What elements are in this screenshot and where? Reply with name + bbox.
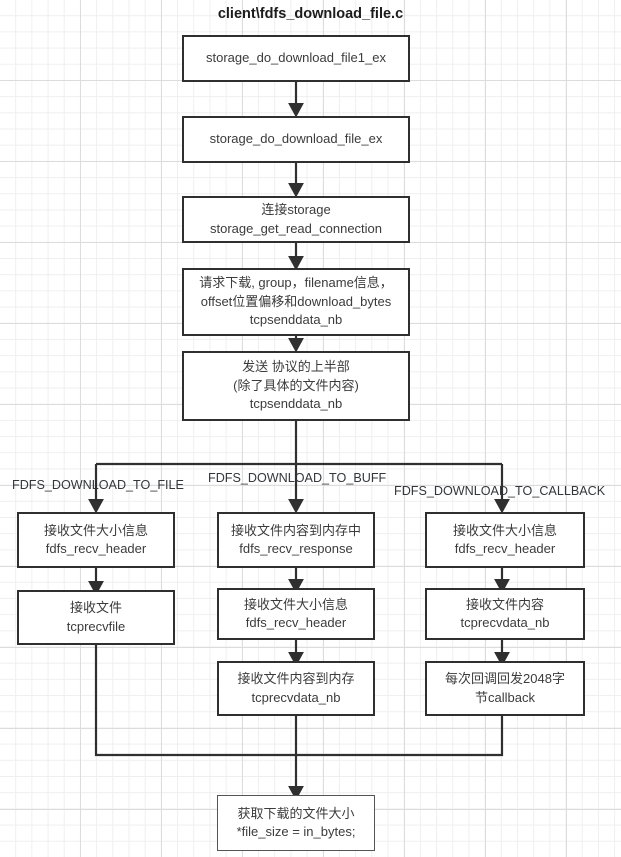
node-label: 接收文件大小信息 fdfs_recv_header — [43, 522, 148, 556]
node-label: 每次回调回发2048字 节callback — [445, 671, 565, 705]
node-label: 接收文件 tcprecvfile — [66, 600, 126, 634]
flow-node-storage-do-download-file1-ex[interactable]: storage_do_download_file1_ex — [182, 35, 410, 82]
node-label: 请求下载, group，filename信息， offset位置偏移和downl… — [199, 275, 393, 328]
flow-node-request-download[interactable]: 请求下载, group，filename信息， offset位置偏移和downl… — [182, 268, 410, 336]
node-label: storage_do_download_file1_ex — [206, 50, 386, 66]
branch-label-download-to-buff: FDFS_DOWNLOAD_TO_BUFF — [208, 471, 387, 485]
flow-node-mid-recv-header[interactable]: 接收文件大小信息 fdfs_recv_header — [217, 588, 375, 640]
flow-node-right-recv-header[interactable]: 接收文件大小信息 fdfs_recv_header — [425, 512, 585, 568]
node-label: 获取下载的文件大小 *file_size = in_bytes; — [236, 805, 356, 839]
flow-node-left-recv-header[interactable]: 接收文件大小信息 fdfs_recv_header — [17, 512, 175, 568]
node-label: 接收文件内容到内存中 fdfs_recv_response — [230, 522, 361, 556]
node-label: 发送 协议的上半部 (除了具体的文件内容) tcpsenddata_nb — [233, 359, 359, 412]
flow-node-right-callback[interactable]: 每次回调回发2048字 节callback — [425, 661, 585, 716]
flow-node-right-recv-content[interactable]: 接收文件内容 tcprecvdata_nb — [425, 588, 585, 640]
node-label: storage_do_download_file_ex — [209, 131, 383, 147]
node-label: 接收文件内容 tcprecvdata_nb — [460, 596, 550, 630]
node-label: 接收文件大小信息 fdfs_recv_header — [243, 596, 348, 630]
flow-node-storage-do-download-file-ex[interactable]: storage_do_download_file_ex — [182, 116, 410, 163]
node-label: 接收文件大小信息 fdfs_recv_header — [452, 522, 557, 556]
flow-node-get-file-size[interactable]: 获取下载的文件大小 *file_size = in_bytes; — [217, 795, 375, 851]
flow-node-mid-recv-data[interactable]: 接收文件内容到内存 tcprecvdata_nb — [217, 661, 375, 716]
node-label: 接收文件内容到内存 tcprecvdata_nb — [237, 671, 355, 705]
branch-label-download-to-file: FDFS_DOWNLOAD_TO_FILE — [12, 478, 184, 492]
diagram-title: client\fdfs_download_file.c — [217, 6, 404, 22]
flow-node-mid-recv-response[interactable]: 接收文件内容到内存中 fdfs_recv_response — [217, 512, 375, 568]
branch-label-download-to-callback: FDFS_DOWNLOAD_TO_CALLBACK — [394, 484, 606, 498]
flow-node-get-read-connection[interactable]: 连接storage storage_get_read_connection — [182, 196, 410, 243]
flow-node-left-recv-file[interactable]: 接收文件 tcprecvfile — [17, 590, 175, 645]
flow-node-send-protocol-header[interactable]: 发送 协议的上半部 (除了具体的文件内容) tcpsenddata_nb — [182, 351, 410, 421]
node-label: 连接storage storage_get_read_connection — [209, 202, 383, 236]
